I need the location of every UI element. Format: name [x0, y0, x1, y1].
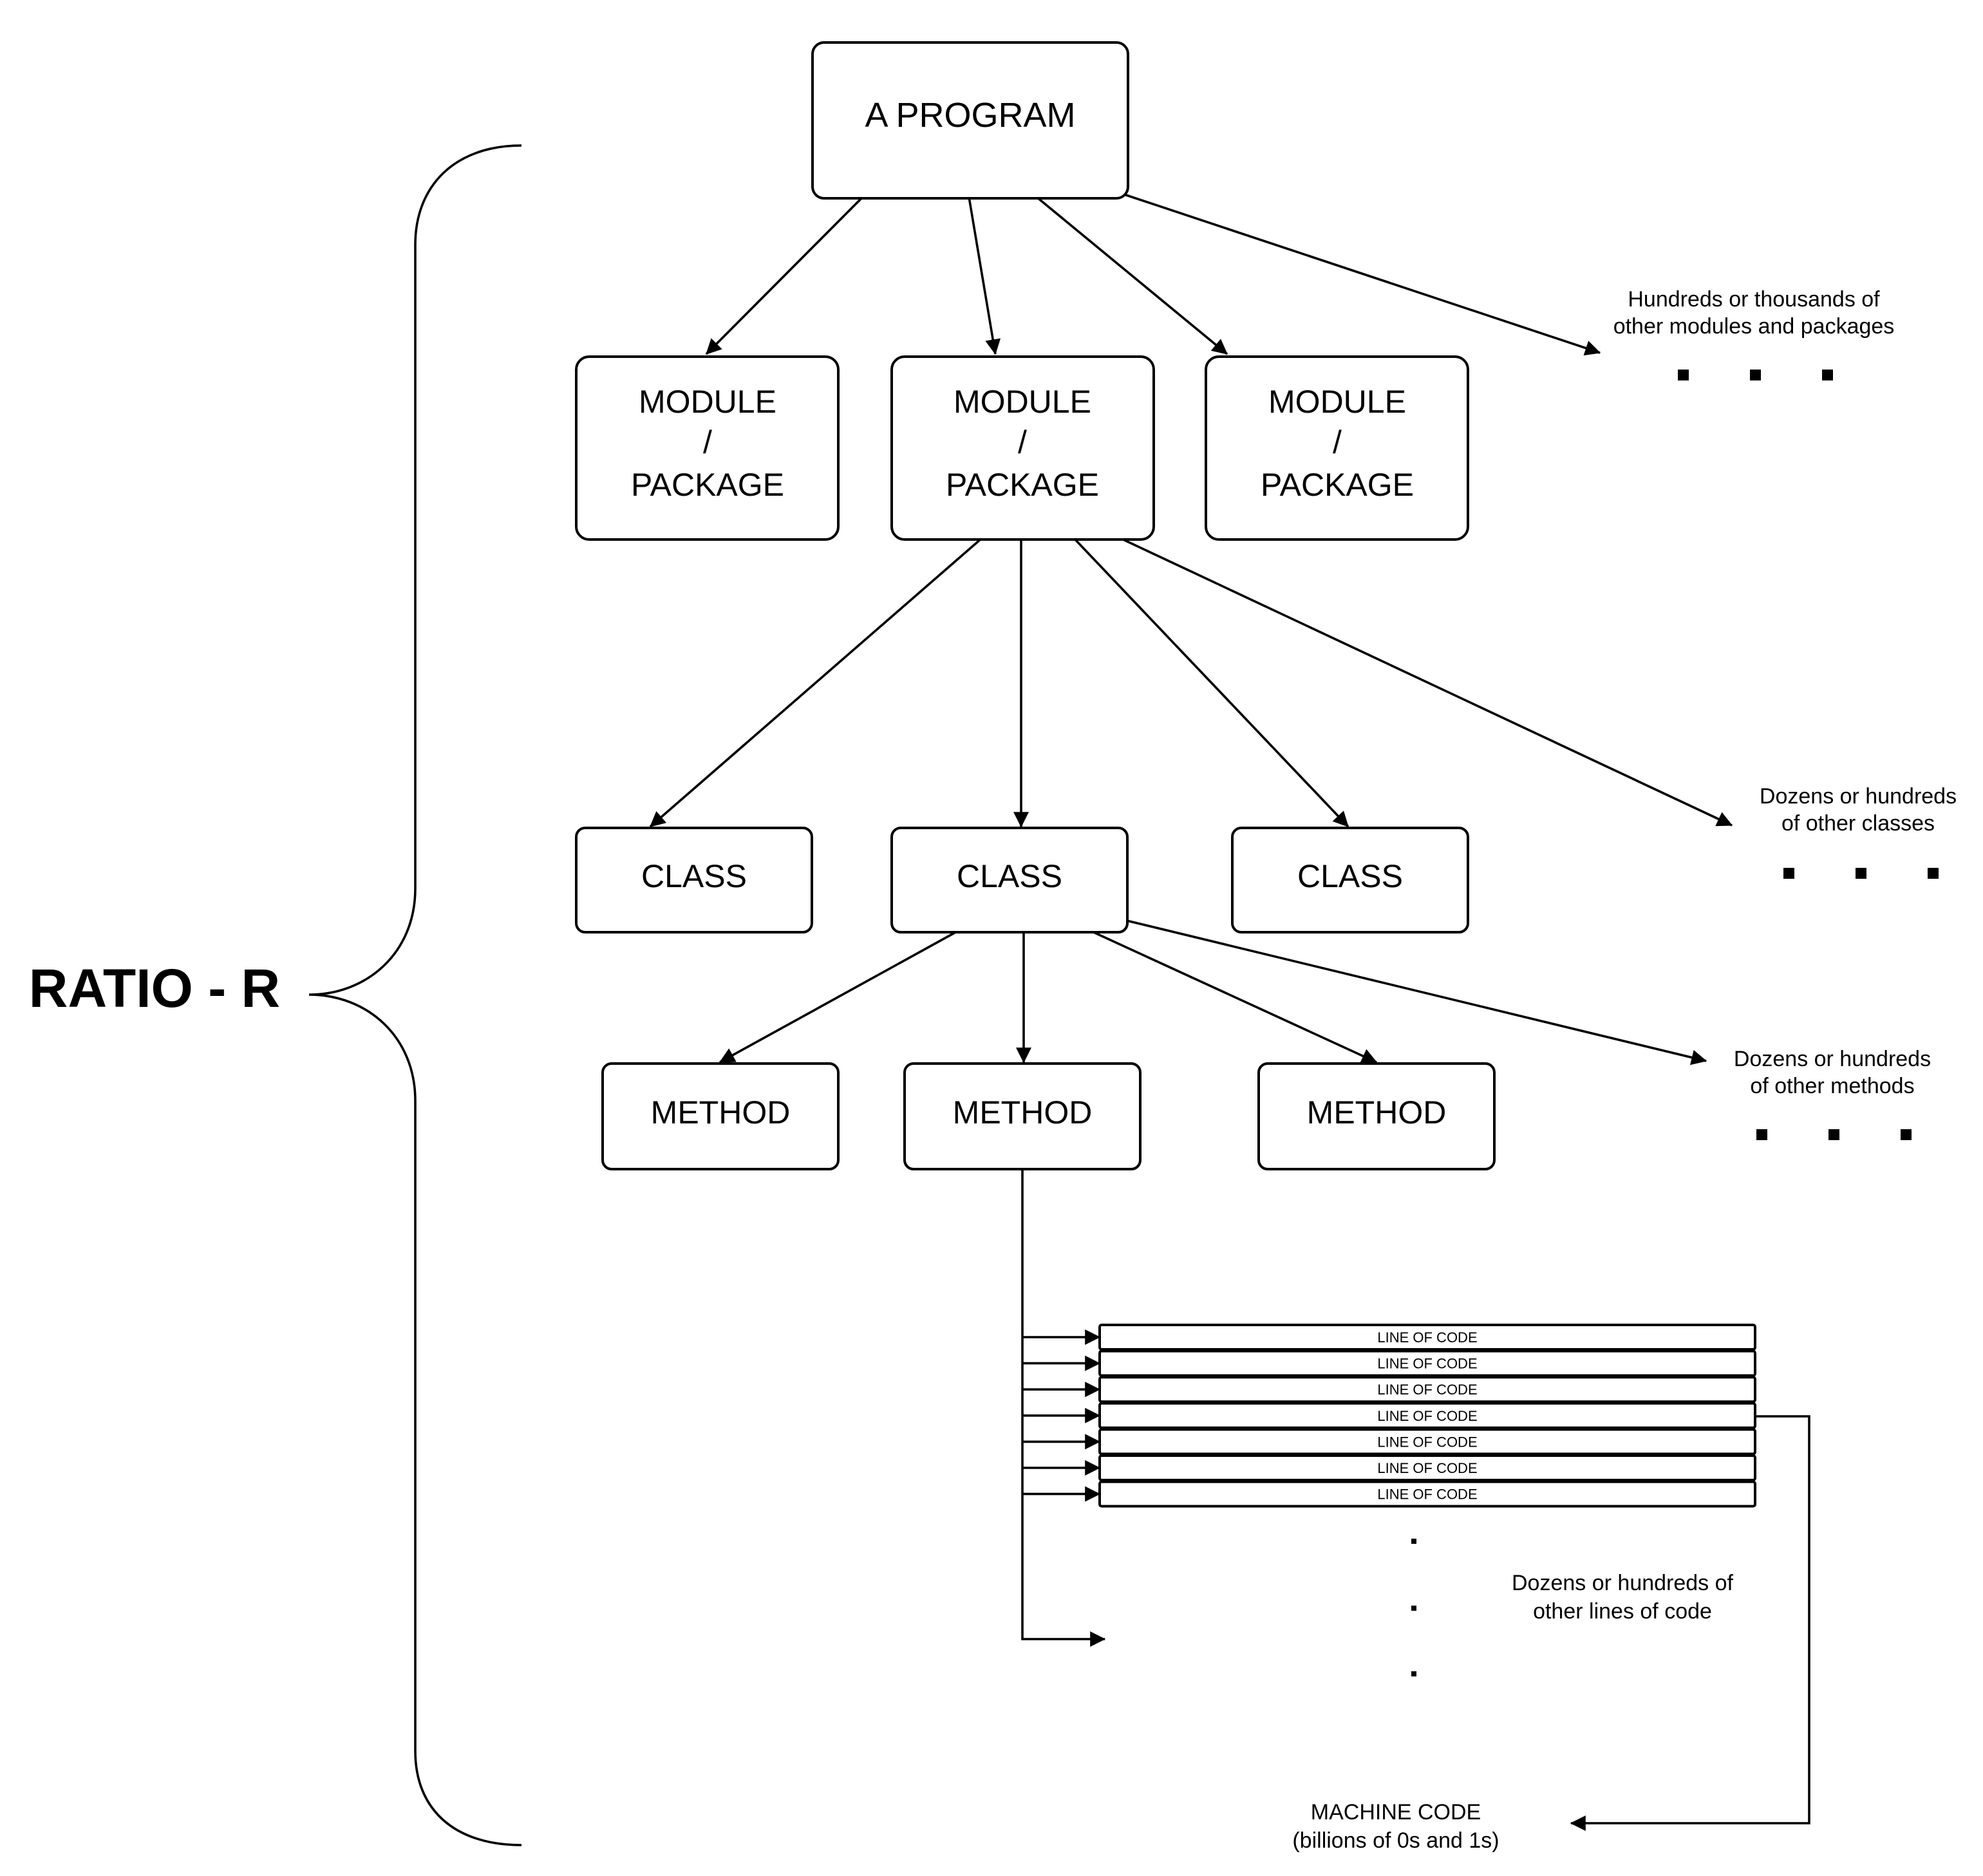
line-of-code-label: LINE OF CODE — [1377, 1408, 1477, 1424]
edge-line-machine-code — [1570, 1415, 1810, 1831]
line-of-code-box — [1098, 1402, 1756, 1429]
line-of-code-row: LINE OF CODE — [1022, 1324, 1756, 1351]
method-node: METHOD — [903, 1062, 1142, 1170]
class-label: CLASS — [1297, 858, 1403, 894]
edge-module-more-classes — [1120, 537, 1733, 827]
module-label-line3: PACKAGE — [1261, 467, 1414, 503]
ellipsis-methods — [1756, 1129, 1912, 1140]
edge-program-more-modules — [1120, 192, 1601, 356]
module-label-line2: / — [1333, 424, 1342, 460]
machine-code-line1: MACHINE CODE — [1311, 1800, 1481, 1824]
edge-module-class-3 — [1073, 537, 1349, 828]
line-of-code-box — [1098, 1428, 1756, 1456]
line-of-code-box — [1098, 1376, 1756, 1403]
method-label: METHOD — [651, 1094, 791, 1130]
module-label-line1: MODULE — [954, 384, 1091, 420]
ratio-label: RATIO - R — [29, 958, 280, 1018]
line-of-code-label: LINE OF CODE — [1377, 1434, 1477, 1450]
module-node: MODULE / PACKAGE — [1205, 355, 1469, 541]
method-node: METHOD — [601, 1062, 840, 1170]
class-label: CLASS — [641, 858, 747, 894]
ellipsis-classes — [1783, 868, 1939, 879]
note-methods-line1: Dozens or hundreds — [1734, 1047, 1931, 1071]
module-node: MODULE / PACKAGE — [890, 355, 1155, 541]
program-node: A PROGRAM — [811, 41, 1129, 200]
line-of-code-row: LINE OF CODE — [1022, 1428, 1756, 1456]
module-label-line2: / — [1018, 424, 1027, 460]
module-label-line3: PACKAGE — [631, 467, 784, 503]
line-of-code-box — [1098, 1454, 1756, 1481]
method-node: METHOD — [1257, 1062, 1496, 1170]
edge-program-module-1 — [705, 196, 864, 355]
line-of-code-row: LINE OF CODE — [1022, 1480, 1756, 1508]
note-classes-line1: Dozens or hundreds — [1760, 784, 1957, 809]
module-label-line1: MODULE — [639, 384, 776, 420]
line-of-code-label: LINE OF CODE — [1377, 1460, 1477, 1476]
lines-of-code: LINE OF CODE LINE OF CODE LINE OF CODE LINE… — [1022, 1324, 1756, 1508]
module-label-line2: / — [703, 424, 712, 460]
line-of-code-label: LINE OF CODE — [1377, 1487, 1477, 1503]
line-of-code-box — [1098, 1480, 1756, 1508]
note-lines-line1: Dozens or hundreds of — [1512, 1571, 1734, 1595]
machine-code-line2: (billions of 0s and 1s) — [1292, 1828, 1499, 1853]
module-node: MODULE / PACKAGE — [575, 355, 840, 541]
edge-program-module-3 — [1035, 196, 1228, 355]
note-modules-line1: Hundreds or thousands of — [1628, 287, 1880, 312]
method-label: METHOD — [1307, 1094, 1447, 1130]
ellipsis-modules — [1678, 370, 1833, 380]
note-classes-line2: of other classes — [1781, 811, 1935, 836]
edge-module-class-1 — [649, 537, 983, 828]
line-of-code-row: LINE OF CODE — [1022, 1454, 1756, 1481]
ratio-brace — [308, 144, 522, 1846]
note-modules-line2: other modules and packages — [1613, 314, 1895, 339]
line-of-code-label: LINE OF CODE — [1377, 1356, 1477, 1372]
ellipsis-lines — [1411, 1539, 1416, 1676]
line-of-code-label: LINE OF CODE — [1377, 1329, 1477, 1346]
class-node: CLASS — [575, 827, 813, 933]
edge-class-method-1 — [719, 930, 959, 1064]
module-label-line1: MODULE — [1268, 384, 1406, 420]
line-of-code-box — [1098, 1324, 1756, 1351]
note-lines-line2: other lines of code — [1533, 1599, 1712, 1624]
class-label: CLASS — [957, 858, 1062, 894]
edge-class-method-3 — [1090, 930, 1378, 1064]
program-label: A PROGRAM — [865, 96, 1075, 135]
edge-method-trunk — [1021, 1168, 1106, 1647]
edge-class-more-methods — [1126, 919, 1707, 1065]
method-label: METHOD — [953, 1094, 1093, 1130]
class-node: CLASS — [1231, 827, 1469, 933]
line-of-code-label: LINE OF CODE — [1377, 1382, 1477, 1398]
line-of-code-row: LINE OF CODE — [1022, 1349, 1756, 1377]
module-label-line3: PACKAGE — [946, 467, 1099, 503]
note-methods-line2: of other methods — [1750, 1074, 1914, 1098]
edge-program-module-2 — [968, 196, 1001, 355]
class-node: CLASS — [890, 827, 1129, 933]
line-of-code-row: LINE OF CODE — [1022, 1376, 1756, 1403]
line-of-code-box — [1098, 1349, 1756, 1377]
line-of-code-row: LINE OF CODE — [1022, 1402, 1756, 1429]
